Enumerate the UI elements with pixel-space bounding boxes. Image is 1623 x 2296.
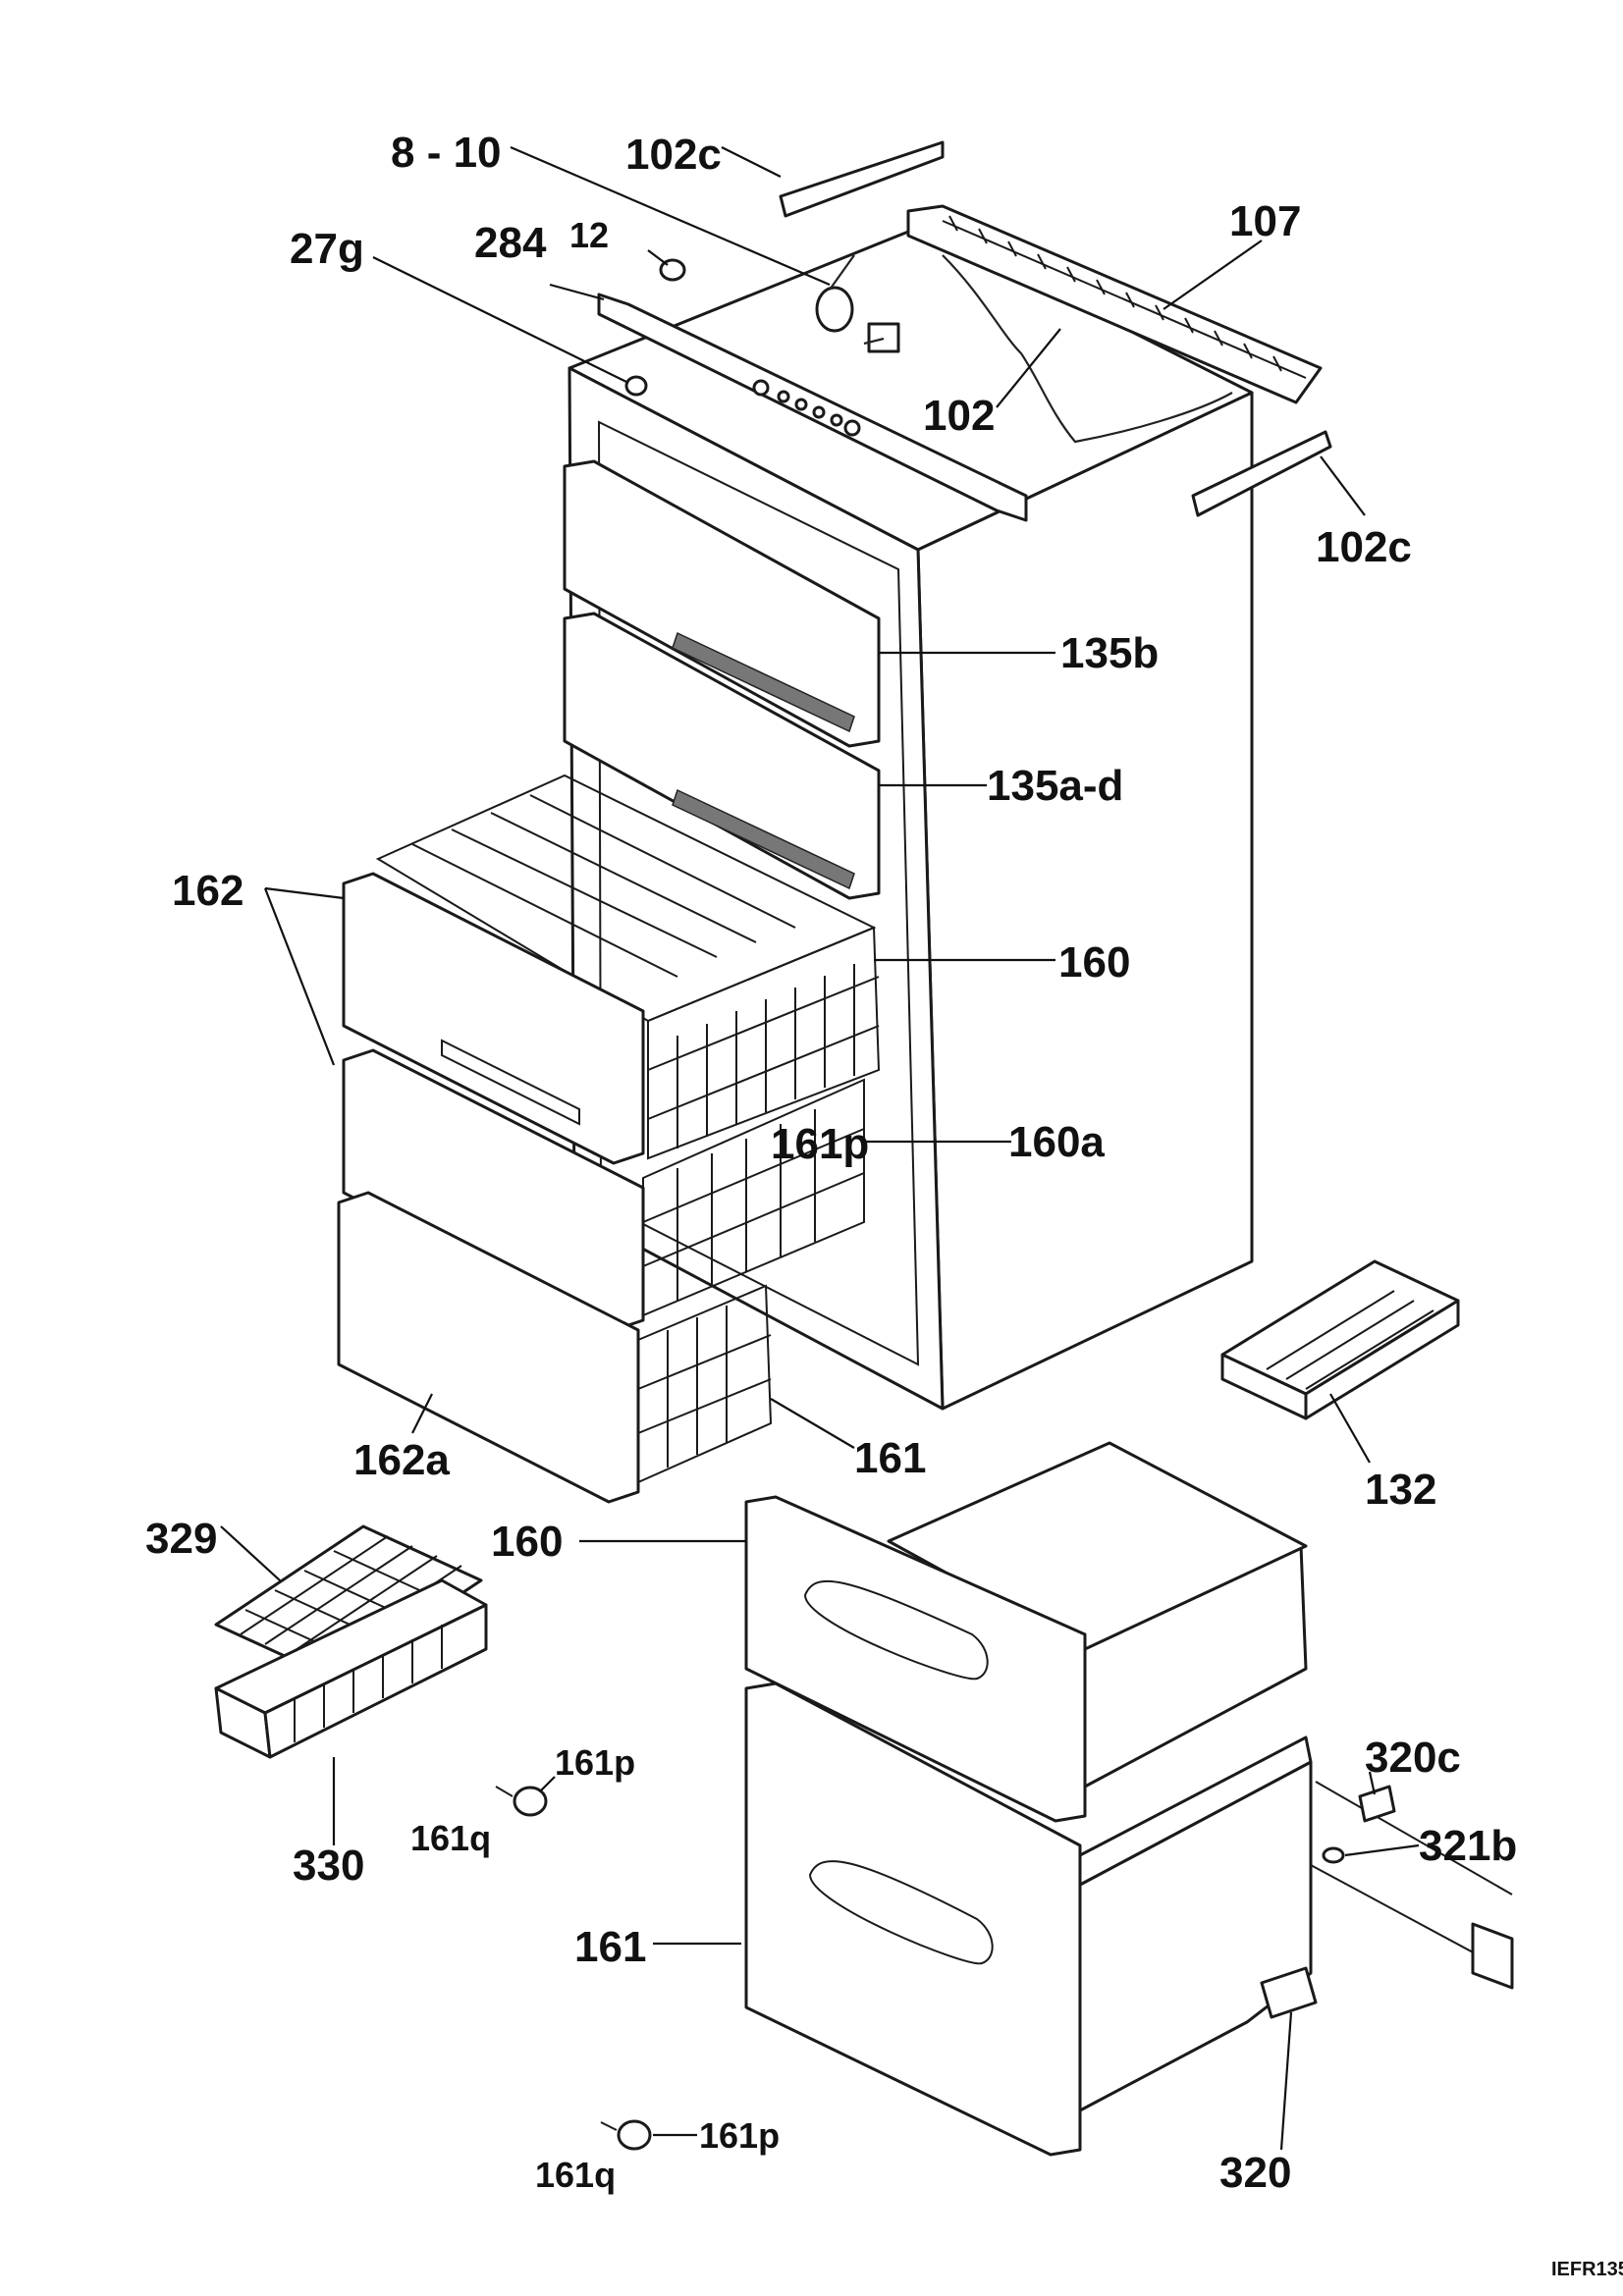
- slide-rail-321b: [1310, 1781, 1514, 1990]
- callout-161p-upper: 161p: [771, 1120, 869, 1168]
- callout-160a: 160a: [1008, 1118, 1105, 1166]
- drawer-front-162-lower: [342, 1048, 645, 1332]
- callout-321b: 321b: [1419, 1822, 1517, 1870]
- callout-161-upper: 161: [854, 1434, 926, 1482]
- callout-320c: 320c: [1365, 1734, 1461, 1782]
- callout-329: 329: [145, 1515, 217, 1563]
- tray-132: [1220, 1259, 1460, 1420]
- callout-162: 162: [172, 867, 243, 915]
- callout-160-upper: 160: [1058, 938, 1130, 987]
- callout-161p-bottom: 161p: [699, 2115, 780, 2156]
- document-code: IEFR1353: [1551, 2259, 1623, 2280]
- trim-strip-right: [1191, 430, 1332, 517]
- trim-strip-top: [779, 140, 945, 218]
- callout-161q-bottom: 161q: [535, 2155, 616, 2195]
- callout-161p-mid: 161p: [555, 1742, 635, 1783]
- callout-162a: 162a: [353, 1436, 450, 1484]
- top-grille-107: [906, 204, 1323, 404]
- knob-27g: [624, 375, 648, 397]
- drawer-161: [744, 1682, 1313, 2157]
- leader-lines: [220, 145, 1420, 2151]
- callout-160-lower: 160: [491, 1518, 563, 1566]
- callout-27g: 27g: [290, 225, 364, 273]
- drawer-160: [744, 1441, 1308, 1823]
- callout-132: 132: [1365, 1466, 1436, 1514]
- callout-102c-right: 102c: [1316, 523, 1412, 571]
- wheel-161p-bottom: [600, 2119, 652, 2151]
- foot-320: [1260, 1966, 1318, 2019]
- door-flap-135a-d: [563, 612, 881, 900]
- callout-107: 107: [1229, 197, 1301, 245]
- callout-102c-top: 102c: [625, 131, 722, 179]
- callout-320: 320: [1219, 2149, 1291, 2197]
- wheel-161p-mid: [495, 1786, 548, 1817]
- control-strip: [597, 293, 1028, 522]
- thermostat-assembly: [815, 254, 900, 353]
- screw-321b: [1322, 1846, 1345, 1864]
- callout-8-10: 8 - 10: [391, 129, 502, 177]
- clip-320c: [1358, 1785, 1396, 1823]
- callout-330: 330: [293, 1842, 364, 1890]
- callout-161q-mid: 161q: [410, 1818, 491, 1858]
- wire-basket-161: [637, 1284, 773, 1484]
- callout-102: 102: [923, 392, 995, 440]
- drawer-front-162a: [337, 1191, 640, 1504]
- ice-cube-tray-330: [214, 1578, 488, 1759]
- drawer-front-162-upper: [342, 872, 645, 1165]
- wire-basket-160a: [642, 1078, 865, 1317]
- freezer-cabinet: [568, 224, 1254, 1411]
- callout-135b: 135b: [1060, 629, 1159, 677]
- door-flap-135b: [563, 459, 881, 748]
- seal-102: [942, 254, 1233, 444]
- callout-135a-d: 135a-d: [987, 762, 1123, 810]
- callout-161-lower: 161: [574, 1923, 646, 1971]
- callout-12: 12: [569, 215, 609, 255]
- callout-284: 284: [474, 219, 547, 267]
